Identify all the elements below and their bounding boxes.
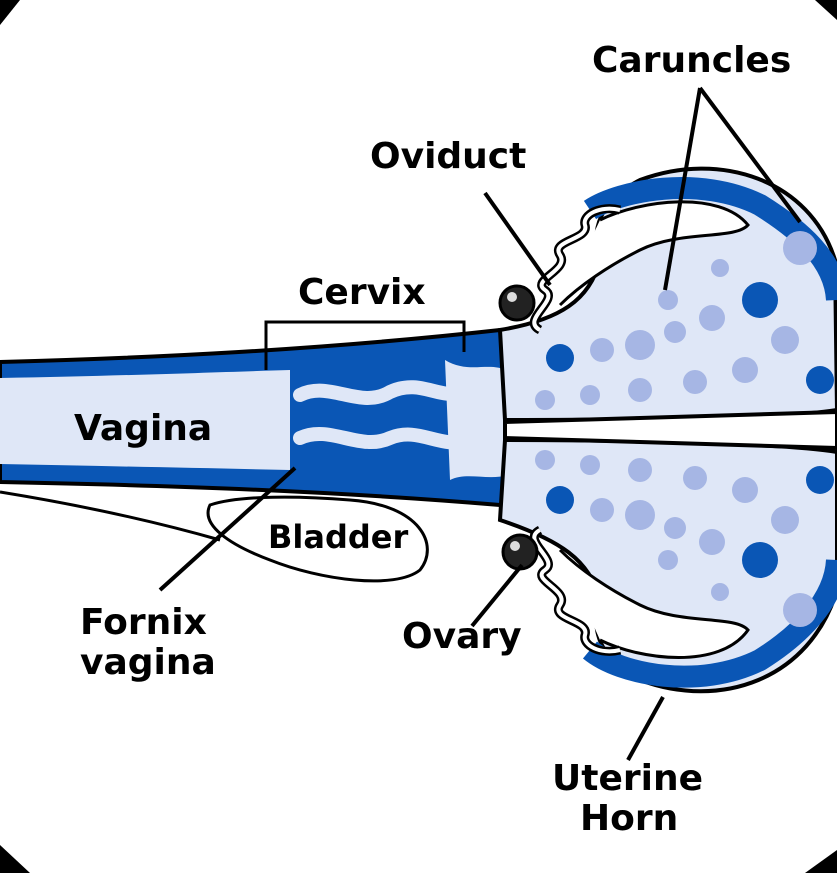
label-caruncles: Caruncles (592, 40, 791, 81)
label-uterine-line1: Uterine (552, 758, 703, 799)
upper-ovary (500, 286, 534, 320)
label-uterine-line2: Horn (580, 798, 678, 839)
label-oviduct: Oviduct (370, 136, 526, 177)
lower-ovary (503, 535, 537, 569)
label-cervix: Cervix (298, 272, 426, 313)
label-fornix-line2: vagina (80, 642, 216, 683)
label-fornix-line1: Fornix (80, 602, 207, 643)
label-ovary: Ovary (402, 616, 522, 657)
label-vagina: Vagina (74, 408, 212, 449)
label-bladder: Bladder (268, 518, 408, 556)
